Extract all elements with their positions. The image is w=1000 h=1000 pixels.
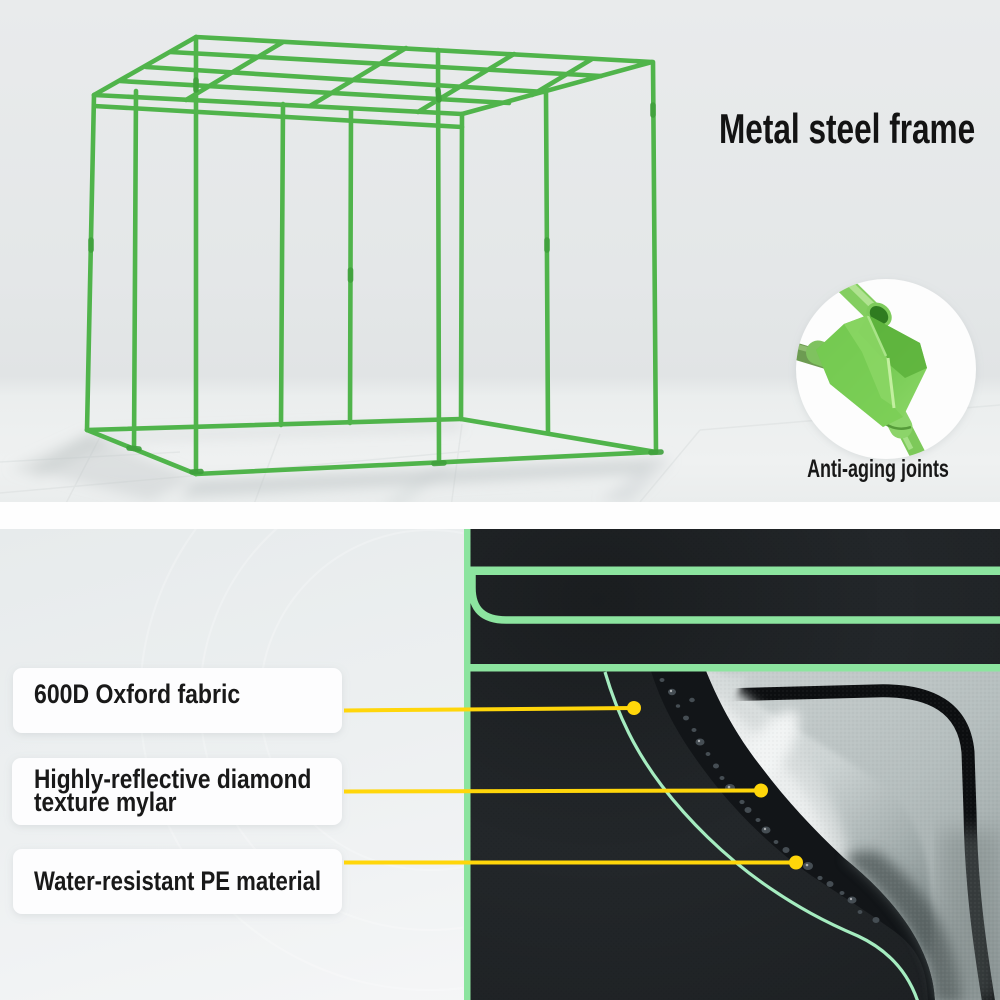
svg-text:Highly-reflective diamond: Highly-reflective diamond (34, 765, 311, 794)
svg-text:600D Oxford fabric: 600D Oxford fabric (34, 681, 240, 710)
svg-text:texture mylar: texture mylar (34, 788, 177, 817)
svg-text:Metal steel frame: Metal steel frame (719, 105, 975, 152)
svg-text:Water-resistant PE material: Water-resistant PE material (34, 867, 321, 896)
svg-text:Anti-aging joints: Anti-aging joints (807, 454, 949, 483)
